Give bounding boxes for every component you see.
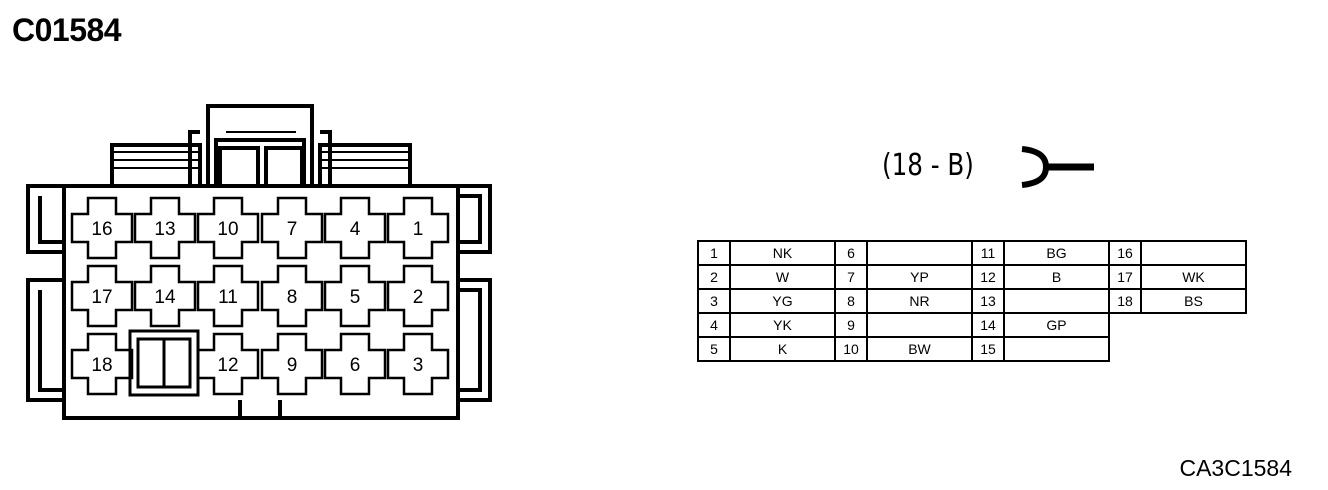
- cavity-number: 5: [350, 287, 361, 308]
- wire-color: YK: [729, 312, 836, 338]
- cavity-8: 8: [260, 264, 324, 328]
- cavity-16: 16: [70, 196, 134, 260]
- cavity-1: 1: [386, 196, 450, 260]
- cavity-number: 7: [287, 219, 298, 240]
- wire-color: BS: [1140, 288, 1247, 314]
- cavity-number: 9: [287, 355, 298, 376]
- cavity-number: 14: [154, 287, 176, 308]
- connector-title: C01584: [12, 12, 122, 48]
- cavity-number: 17: [91, 287, 112, 308]
- wire-color: W: [729, 264, 836, 290]
- pin-number: 5: [697, 336, 731, 362]
- cavity-2: 2: [386, 264, 450, 328]
- pin-number: 9: [834, 312, 868, 338]
- cavity-6: 6: [323, 332, 387, 396]
- cavity-number: 16: [91, 219, 112, 240]
- pin-number: 11: [971, 240, 1005, 266]
- wire-color: [1003, 336, 1110, 362]
- wire-color: YP: [866, 264, 973, 290]
- wire-color: [866, 240, 973, 266]
- connector-housing: [26, 104, 492, 420]
- cavity-18: 18: [70, 332, 134, 396]
- cavity-3: 3: [386, 332, 450, 396]
- cavity-number: 11: [218, 287, 238, 308]
- pin-number: 14: [971, 312, 1005, 338]
- wire-color: NR: [866, 288, 973, 314]
- cavity-number: 18: [91, 355, 112, 376]
- cavity-grid: 16 13 10 7 4 1 17 14 11 8 5 2 18 12 9 6 3: [70, 196, 450, 396]
- cavity-11: 11: [196, 264, 260, 328]
- pin-number: 7: [834, 264, 868, 290]
- latch-ribs: [112, 151, 410, 169]
- cavity-14: 14: [133, 264, 197, 328]
- pin-number: 6: [834, 240, 868, 266]
- key-cavity: [128, 329, 200, 397]
- cavity-number: 6: [350, 355, 361, 376]
- wire-color: [1140, 240, 1247, 266]
- pin-number: 15: [971, 336, 1005, 362]
- cavity-4: 4: [323, 196, 387, 260]
- cavity-number: 10: [217, 219, 238, 240]
- pin-number: 10: [834, 336, 868, 362]
- cavity-number: 4: [350, 219, 361, 240]
- cavity-5: 5: [323, 264, 387, 328]
- pin-number: 1: [697, 240, 731, 266]
- wire-color: [866, 312, 973, 338]
- cavity-number: 8: [287, 287, 298, 308]
- cavity-number: 1: [413, 219, 424, 240]
- cavity-number: 2: [413, 287, 424, 308]
- wire-color: YG: [729, 288, 836, 314]
- pin-number: 16: [1108, 240, 1142, 266]
- pin-number: 13: [971, 288, 1005, 314]
- connector-face-drawing: 16 13 10 7 4 1 17 14 11 8 5 2 18 12 9 6 3: [26, 104, 492, 420]
- cavity-number: 13: [154, 219, 175, 240]
- cavity-12: 12: [196, 332, 260, 396]
- cavity-9: 9: [260, 332, 324, 396]
- wire-color: B: [1003, 264, 1110, 290]
- wire-color: BW: [866, 336, 973, 362]
- wire-color: GP: [1003, 312, 1110, 338]
- wire-color: BG: [1003, 240, 1110, 266]
- pin-number: 2: [697, 264, 731, 290]
- wire-color: K: [729, 336, 836, 362]
- pin-number: 18: [1108, 288, 1142, 314]
- cavity-10: 10: [196, 196, 260, 260]
- pin-number: 17: [1108, 264, 1142, 290]
- wire-color: NK: [729, 240, 836, 266]
- cavity-17: 17: [70, 264, 134, 328]
- pin-number: 12: [971, 264, 1005, 290]
- female-terminal-icon: [1021, 146, 1094, 188]
- wire-color: [1003, 288, 1110, 314]
- pin-number: 4: [697, 312, 731, 338]
- wire-color: WK: [1140, 264, 1247, 290]
- pin-number: 8: [834, 288, 868, 314]
- connector-type-label: (18 - B): [882, 148, 974, 183]
- cavity-7: 7: [260, 196, 324, 260]
- cavity-13: 13: [133, 196, 197, 260]
- cavity-number: 3: [413, 355, 424, 376]
- pin-number: 3: [697, 288, 731, 314]
- drawing-reference: CA3C1584: [1179, 455, 1292, 481]
- cavity-number: 12: [217, 355, 238, 376]
